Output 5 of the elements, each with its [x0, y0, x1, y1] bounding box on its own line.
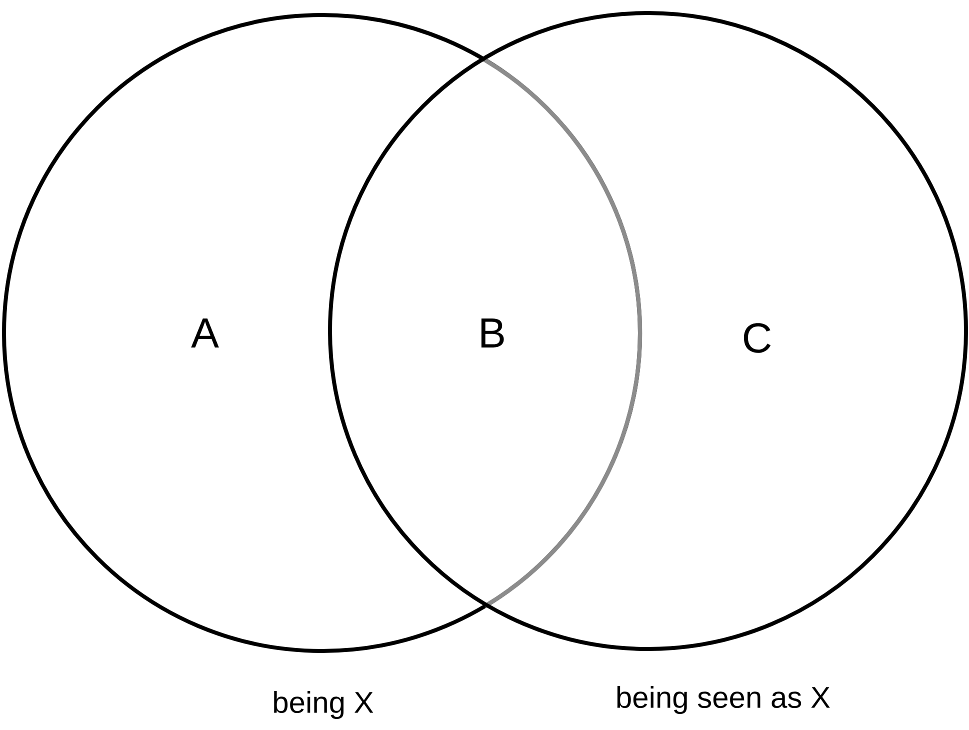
circle-label: being X	[274, 691, 374, 719]
region-label: B	[481, 318, 504, 348]
circle-label: being seen as X	[617, 686, 830, 714]
region-label: C	[744, 323, 771, 353]
region-label: A	[191, 318, 219, 348]
